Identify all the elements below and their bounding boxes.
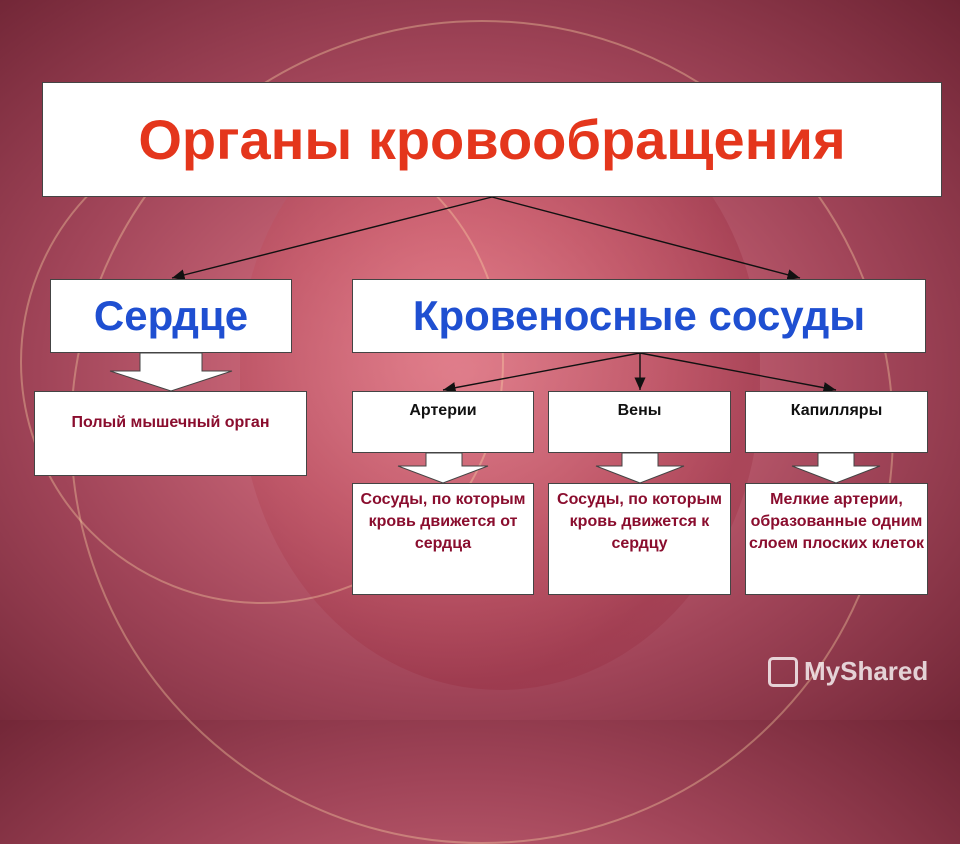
arrow-title-to-heart [171, 196, 493, 281]
capillaries-description-box: Мелкие артерии, образованные одним слоем… [745, 483, 928, 595]
arrow-title-to-vessels [491, 196, 801, 281]
capillaries-description: Мелкие артерии, образованные одним слоем… [748, 491, 925, 552]
page-title: Органы кровообращения [138, 108, 846, 171]
veins-description: Сосуды, по которым кровь движется к серд… [557, 491, 722, 552]
connector-lines [109, 196, 881, 484]
block-arrow-arteries [397, 452, 489, 484]
arteries-label: Артерии [409, 402, 477, 419]
veins-label: Вены [617, 402, 662, 419]
watermark-logo-icon [768, 656, 798, 687]
vessels-box: Кровеносные сосуды [352, 279, 926, 353]
heart-box: Сердце [50, 279, 292, 353]
watermark: MyShared [768, 656, 928, 687]
heart-label: Сердце [93, 292, 249, 339]
title-box: Органы кровообращения [42, 82, 942, 197]
block-arrow-heart [109, 352, 233, 392]
vessels-label: Кровеносные сосуды [412, 292, 866, 339]
veins-description-box: Сосуды, по которым кровь движется к серд… [548, 483, 731, 595]
heart-description-box: Полый мышечный орган [34, 391, 307, 476]
block-arrow-capillaries [791, 452, 881, 484]
capillaries-box: Капилляры [745, 391, 928, 453]
arrow-vessels-to-arteries [442, 352, 641, 394]
arteries-box: Артерии [352, 391, 534, 453]
arteries-description: Сосуды, по которым кровь движется от сер… [360, 491, 526, 552]
block-arrow-veins [595, 452, 685, 484]
heart-description: Полый мышечный орган [71, 414, 270, 431]
capillaries-label: Капилляры [790, 402, 883, 419]
veins-box: Вены [548, 391, 731, 453]
arrow-vessels-to-capillaries [639, 352, 837, 394]
watermark-text: MyShared [804, 656, 929, 686]
arteries-description-box: Сосуды, по которым кровь движется от сер… [352, 483, 534, 595]
